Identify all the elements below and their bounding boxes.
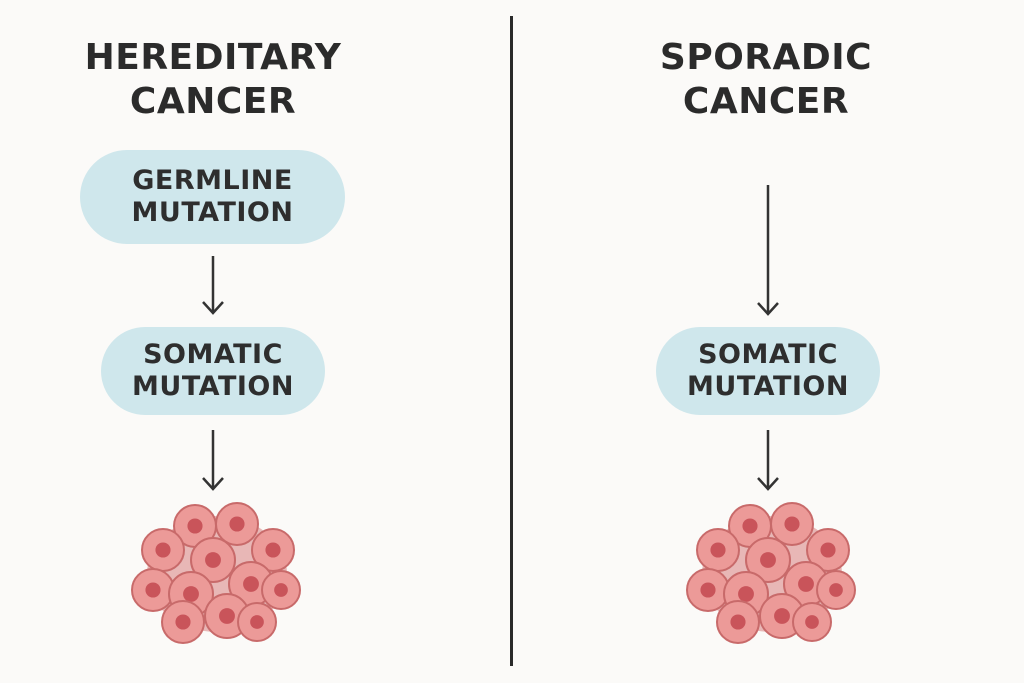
cell [816,570,856,610]
hereditary-title-line2: CANCER [129,81,297,122]
sporadic-somatic-line2: MUTATION [687,371,849,402]
hereditary-somatic-mutation-box: SOMATIC MUTATION [101,327,325,415]
column-divider [510,16,513,666]
germline-line1: GERMLINE [132,165,293,196]
cell [806,528,850,572]
cell [716,600,760,644]
cell [190,537,236,583]
germline-line2: MUTATION [131,197,294,228]
hereditary-somatic-line2: MUTATION [132,371,294,402]
hereditary-title-line1: HEREDITARY [84,37,342,78]
cell-cluster-icon [686,502,856,644]
sporadic-somatic-mutation-box: SOMATIC MUTATION [656,327,880,415]
sporadic-title-line1: SPORADIC [659,37,873,78]
sporadic-cancer-title: SPORADIC CANCER [606,36,926,124]
cell [261,570,301,610]
down-arrow-icon [202,430,224,491]
cell [237,602,277,642]
hereditary-column: HEREDITARY CANCER GERMLINE MUTATION SOMA… [53,36,373,644]
cell-cluster-icon [131,502,301,644]
sporadic-title-line2: CANCER [682,81,850,122]
cell [770,502,814,546]
hereditary-cancer-title: HEREDITARY CANCER [53,36,373,124]
cell [141,528,185,572]
cell [686,568,730,612]
hereditary-somatic-line1: SOMATIC [143,339,283,370]
cell [161,600,205,644]
cell [696,528,740,572]
germline-mutation-box: GERMLINE MUTATION [80,150,345,244]
cell [745,537,791,583]
sporadic-somatic-line1: SOMATIC [698,339,838,370]
cell [792,602,832,642]
cell [251,528,295,572]
cell [131,568,175,612]
down-arrow-icon [757,185,779,316]
cell [215,502,259,546]
down-arrow-icon [202,256,224,315]
down-arrow-icon [757,430,779,491]
sporadic-column: SPORADIC CANCER SOMATIC MUTATION [512,0,1024,683]
